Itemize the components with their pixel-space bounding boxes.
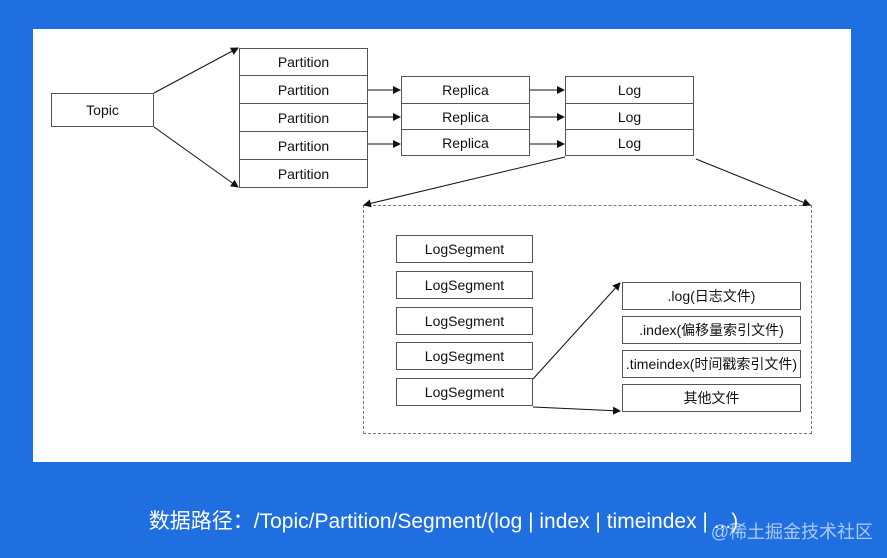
- file-label: .timeindex(时间戳索引文件): [625, 356, 798, 372]
- file-label: 其他文件: [683, 390, 740, 406]
- logsegment-label: LogSegment: [424, 241, 505, 257]
- other-file-box: 其他文件: [622, 384, 801, 412]
- arrow-log-to-detail-right: [695, 158, 811, 207]
- log-detail-frame: [363, 205, 812, 434]
- log-file-box: .log(日志文件): [622, 282, 801, 310]
- replica-box: Replica: [401, 76, 530, 104]
- arrow-topic-to-last-partition: [153, 126, 239, 188]
- file-label: .log(日志文件): [667, 288, 756, 304]
- topic-label: Topic: [86, 102, 119, 118]
- file-label: .index(偏移量索引文件): [639, 322, 784, 338]
- logsegment-box: LogSegment: [396, 378, 533, 406]
- partition-box: Partition: [239, 104, 368, 132]
- partition-box: Partition: [239, 132, 368, 160]
- replica-box: Replica: [401, 104, 530, 130]
- logsegment-label: LogSegment: [424, 384, 505, 400]
- log-box: Log: [565, 130, 694, 156]
- diagram-canvas: Topic Partition Partition Partition Part…: [33, 29, 851, 462]
- timeindex-file-box: .timeindex(时间戳索引文件): [622, 350, 801, 378]
- logsegment-box: LogSegment: [396, 271, 533, 299]
- logsegment-box: LogSegment: [396, 235, 533, 263]
- logsegment-box: LogSegment: [396, 342, 533, 370]
- partition-box: Partition: [239, 160, 368, 188]
- logsegment-label: LogSegment: [424, 277, 505, 293]
- index-file-box: .index(偏移量索引文件): [622, 316, 801, 344]
- log-box: Log: [565, 104, 694, 130]
- log-box: Log: [565, 76, 694, 104]
- partition-stack: Partition Partition Partition Partition …: [239, 48, 368, 188]
- arrow-log-to-detail-left: [363, 156, 566, 208]
- connector-arrows: [153, 47, 811, 415]
- partition-box: Partition: [239, 76, 368, 104]
- arrow-topic-to-first-partition: [153, 47, 239, 94]
- log-stack: Log Log Log: [565, 76, 694, 156]
- watermark: @稀土掘金技术社区: [710, 522, 873, 542]
- logsegment-box: LogSegment: [396, 307, 533, 335]
- partition-box: Partition: [239, 48, 368, 76]
- logsegment-label: LogSegment: [424, 313, 505, 329]
- replica-stack: Replica Replica Replica: [401, 76, 530, 156]
- logsegment-label: LogSegment: [424, 348, 505, 364]
- replica-box: Replica: [401, 130, 530, 156]
- topic-box: Topic: [51, 93, 154, 127]
- arrow-segment-to-other-file: [532, 406, 621, 415]
- arrow-segment-to-log-file: [532, 282, 621, 380]
- data-path-caption: 数据路径：/Topic/Partition/Segment/(log | ind…: [148, 510, 739, 533]
